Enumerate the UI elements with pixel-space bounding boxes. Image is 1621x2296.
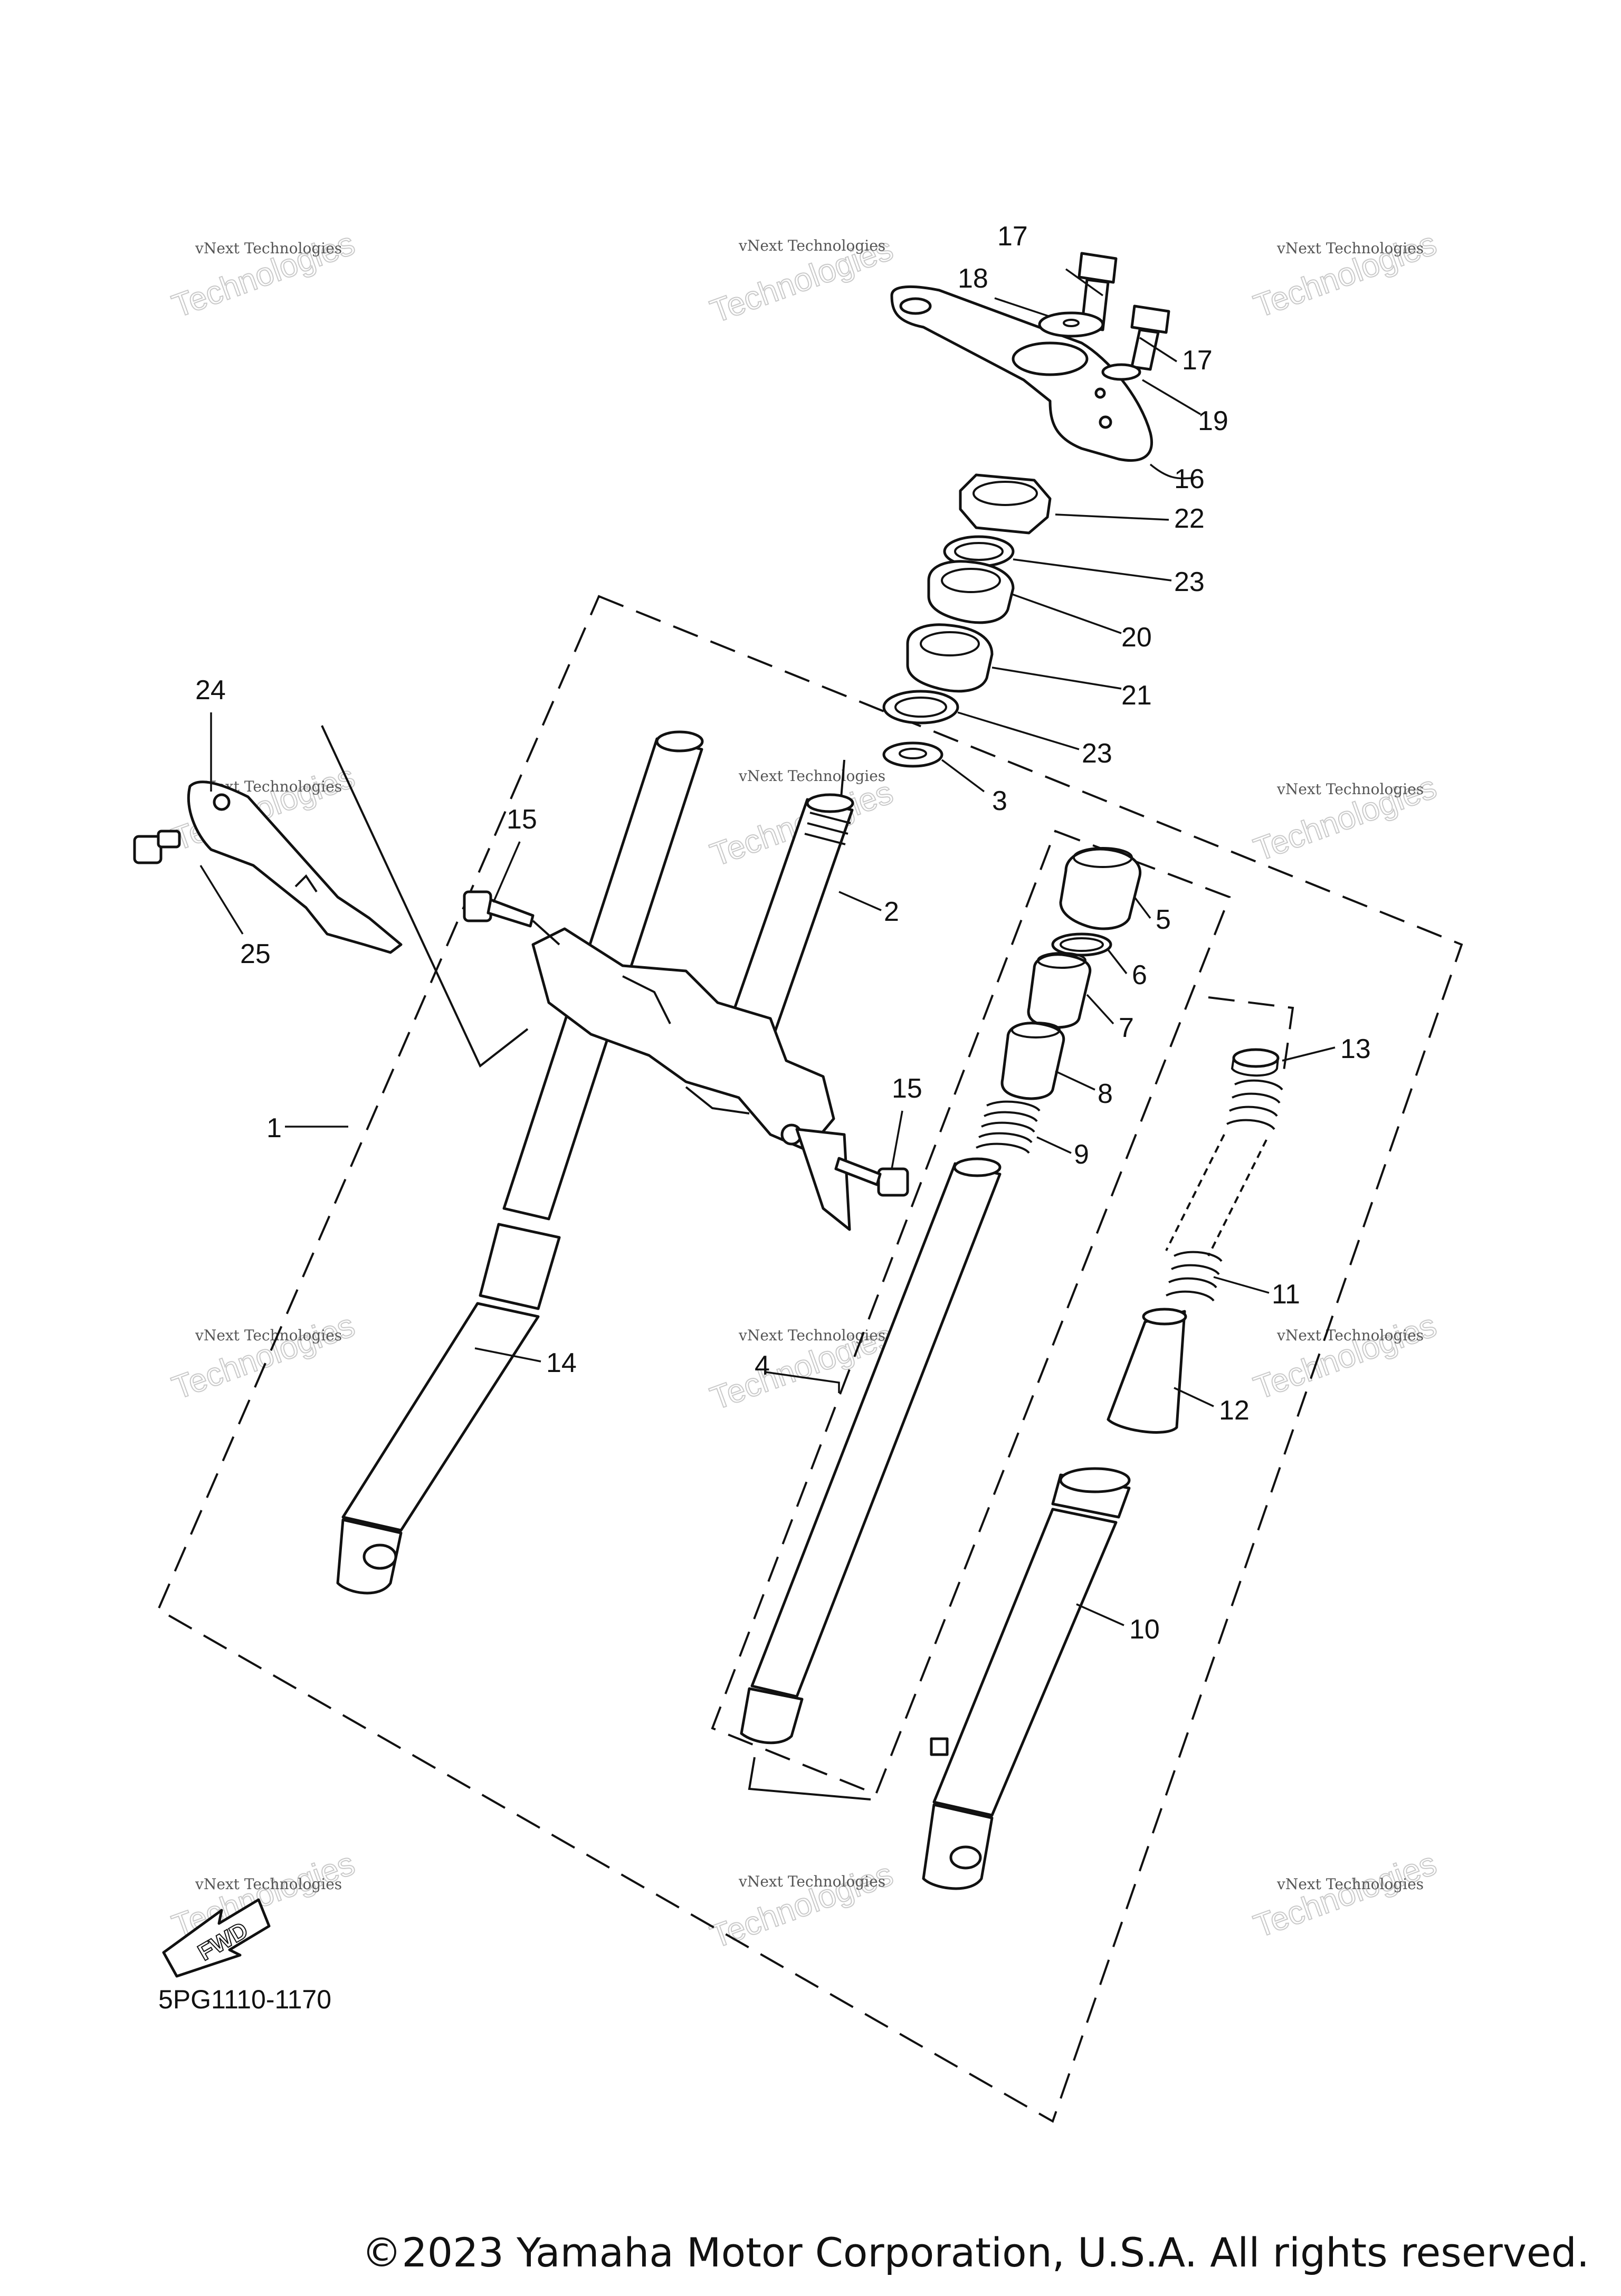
part-5-dust-seal xyxy=(1059,847,1142,930)
callout-11: 11 xyxy=(1272,1279,1300,1310)
watermark-small: vNext Technologies xyxy=(738,1873,885,1890)
watermark-top-center: Technologies vNext Technologies xyxy=(705,230,898,331)
callout-17a: 17 xyxy=(997,221,1028,252)
part-4-inner-tube xyxy=(740,1157,1002,1745)
callout-23a: 23 xyxy=(1174,567,1205,597)
callout-16: 16 xyxy=(1174,464,1205,494)
callout-12: 12 xyxy=(1219,1395,1250,1426)
callout-17b: 17 xyxy=(1182,345,1213,376)
watermark-small: vNext Technologies xyxy=(1276,1327,1424,1344)
callout-14: 14 xyxy=(546,1348,577,1378)
watermark-top-left: Technologies vNext Technologies xyxy=(167,225,360,326)
callout-25: 25 xyxy=(240,939,271,969)
callout-2: 2 xyxy=(884,897,899,927)
part-6-clip xyxy=(1051,932,1112,957)
callout-7: 7 xyxy=(1119,1013,1134,1043)
copyright-notice: ©2023 Yamaha Motor Corporation, U.S.A. A… xyxy=(361,2229,1589,2276)
callout-15a: 15 xyxy=(507,804,537,835)
callout-19: 19 xyxy=(1198,406,1228,436)
watermark-small: vNext Technologies xyxy=(1276,240,1424,257)
part-3-seal xyxy=(882,741,943,768)
callout-8: 8 xyxy=(1098,1079,1113,1109)
callout-5: 5 xyxy=(1156,904,1171,935)
watermark-low-right: Technologies vNext Technologies xyxy=(1248,1307,1442,1407)
callout-21: 21 xyxy=(1121,680,1152,711)
watermark-low-left: Technologies vNext Technologies xyxy=(167,1307,360,1407)
part-25-bolt xyxy=(133,830,181,864)
watermark-small: vNext Technologies xyxy=(195,240,342,257)
part-23-bearing-lower xyxy=(882,690,959,725)
callout-labels: 17 18 17 19 16 22 23 20 21 23 3 2 5 6 7 … xyxy=(195,221,1371,1645)
callout-1: 1 xyxy=(266,1113,282,1144)
callout-20: 20 xyxy=(1121,622,1152,653)
watermark-big: Technologies xyxy=(1249,1845,1441,1945)
assembly-outline-10 xyxy=(1208,996,1294,1082)
part-9-spring xyxy=(976,1100,1041,1154)
part-15-bolt-right xyxy=(834,1157,909,1197)
part-19-washer xyxy=(1101,363,1141,381)
part-20-cover xyxy=(927,560,1015,624)
leader-lines xyxy=(199,268,1336,1626)
watermark-small: vNext Technologies xyxy=(738,237,885,254)
watermark-big: Technologies xyxy=(1249,1307,1441,1407)
part-11-spring xyxy=(1165,1079,1283,1302)
callout-23b: 23 xyxy=(1082,738,1112,769)
part-21-ball-race xyxy=(906,623,994,693)
watermark-small: vNext Technologies xyxy=(195,1875,342,1893)
watermark-small: vNext Technologies xyxy=(1276,1875,1424,1893)
watermark-bottom-center: Technologies vNext Technologies xyxy=(705,1855,898,1956)
callout-18: 18 xyxy=(958,263,988,294)
part-12-spacer xyxy=(1107,1308,1187,1434)
assembly-outline-4 xyxy=(711,830,1231,1796)
part-17-bolt-b xyxy=(1130,304,1170,371)
part-15-bolt-left xyxy=(463,890,560,946)
part-18-washer xyxy=(1038,311,1104,338)
assembly-outline-1 xyxy=(157,595,1463,2123)
part-14-left-fork xyxy=(336,730,704,1595)
callout-4: 4 xyxy=(755,1350,770,1381)
callout-15b: 15 xyxy=(892,1073,922,1104)
watermark-bottom-right: Technologies vNext Technologies xyxy=(1248,1845,1442,1946)
part-10-outer-tube xyxy=(922,1467,1131,1890)
watermark-small: vNext Technologies xyxy=(195,1327,342,1344)
part-7-oil-seal xyxy=(1027,952,1092,1029)
lower-bracket xyxy=(531,927,851,1231)
watermark-mid-right: Technologies vNext Technologies xyxy=(1248,768,1442,869)
callout-6: 6 xyxy=(1132,960,1147,990)
callout-22: 22 xyxy=(1174,503,1205,534)
part-8-bushing xyxy=(1000,1022,1065,1100)
diagram-code: 5PG1110-1170 xyxy=(158,1985,332,2014)
watermark-big: Technologies xyxy=(705,1856,898,1956)
watermark-small: vNext Technologies xyxy=(1276,780,1424,798)
part-13-cap xyxy=(1231,1048,1280,1077)
part-22-ring-nut xyxy=(959,473,1052,535)
watermark-big: Technologies xyxy=(167,1307,359,1407)
callout-24: 24 xyxy=(195,675,226,706)
part-23-bearing-upper xyxy=(943,535,1015,568)
callout-13: 13 xyxy=(1340,1034,1371,1064)
callout-9: 9 xyxy=(1074,1139,1089,1170)
callout-3: 3 xyxy=(992,786,1007,816)
part-16-upper-holder xyxy=(890,285,1153,462)
fwd-arrow-icon: FWD xyxy=(162,1898,271,1978)
callout-10: 10 xyxy=(1129,1614,1160,1645)
watermark-small: vNext Technologies xyxy=(738,767,885,785)
watermark-top-right: Technologies vNext Technologies xyxy=(1248,225,1442,326)
